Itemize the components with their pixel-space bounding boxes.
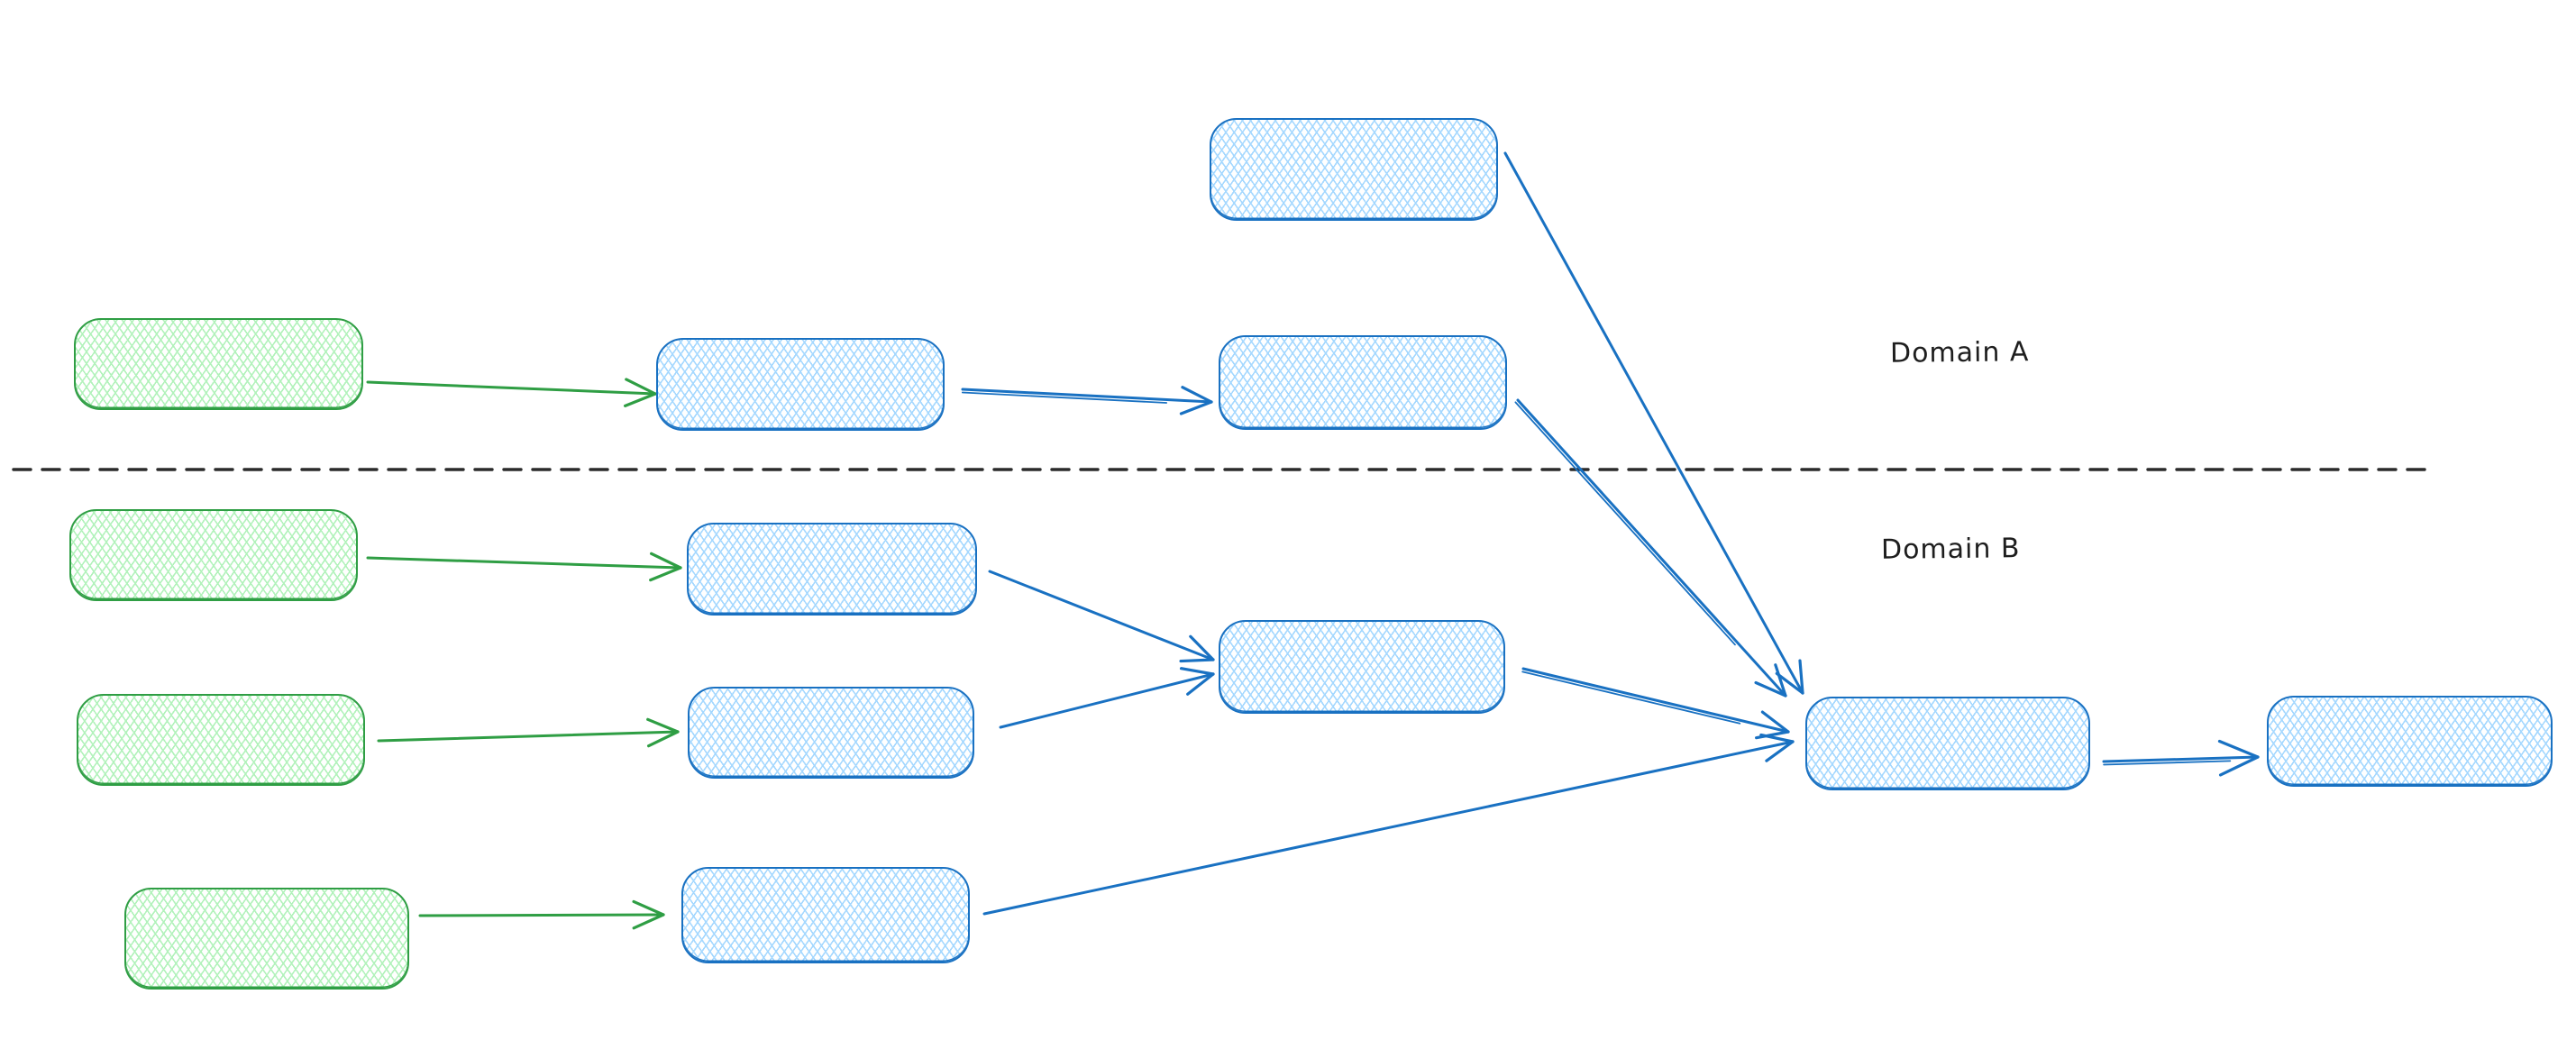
arrow-a-top-to-merge: [1503, 151, 1804, 695]
arrow-b-bmerge-to-merge: [1521, 667, 1790, 740]
node-domain-b-source-1-box: [69, 509, 358, 601]
arrow-a-step1-to-step2: [961, 386, 1213, 415]
node-domain-b-source-3-box: [124, 888, 409, 990]
node-domain-b-step-3-box: [681, 867, 970, 963]
arrow-b-source3-to-step3: [418, 899, 665, 930]
arrow-a-source-to-step1: [366, 378, 657, 407]
node-domain-b-step-1-box: [687, 523, 977, 616]
node-domain-b-merge-box: [1219, 620, 1505, 714]
arrow-a-step2-to-merge: [1514, 398, 1787, 698]
node-domain-a-top-box: [1210, 118, 1498, 221]
arrow-b-step2-to-bmerge: [999, 667, 1215, 729]
node-domain-a-step-2-box: [1219, 335, 1507, 430]
node-central-merge-box: [1805, 697, 2090, 790]
node-domain-a-source-box: [74, 318, 363, 410]
arrow-b-step1-to-bmerge: [988, 570, 1215, 663]
arrow-b-step3-to-merge: [982, 733, 1795, 916]
node-domain-b-step-2-box: [688, 687, 974, 779]
domain-b-label: Domain B: [1880, 533, 2021, 566]
domain-a-label: Domain A: [1889, 336, 2030, 369]
node-final-output-box: [2267, 696, 2553, 787]
node-domain-a-step-1-box: [656, 338, 945, 431]
arrow-b-source2-to-step2: [377, 717, 680, 748]
arrow-merge-to-final: [2102, 739, 2260, 777]
arrow-b-source1-to-step1: [366, 552, 682, 582]
node-domain-b-source-2-box: [77, 694, 365, 786]
